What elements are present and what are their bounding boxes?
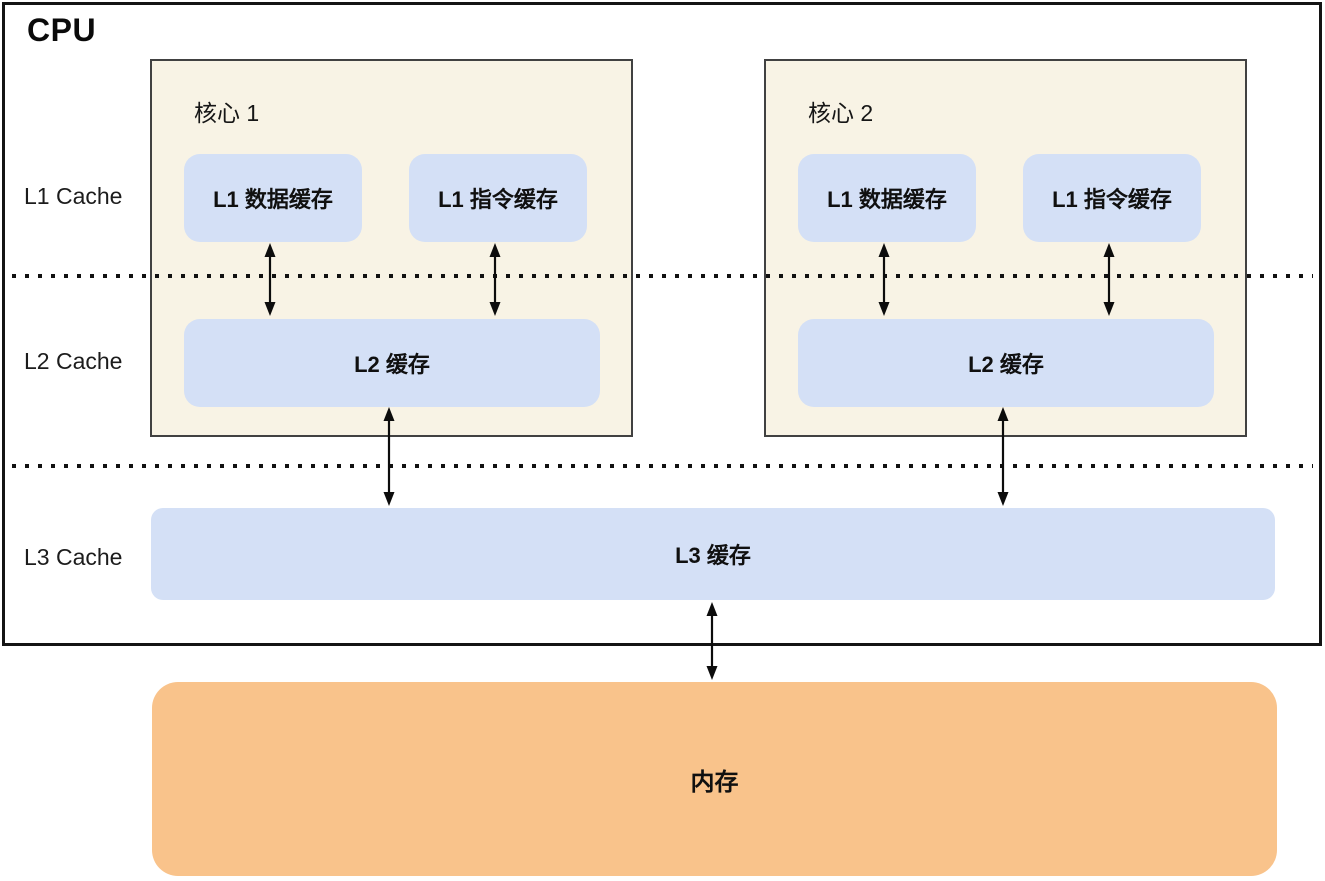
side-label-l1-cache: L1 Cache <box>24 183 123 209</box>
cpu-box <box>2 2 1322 646</box>
l3-cache-box: L3 缓存 <box>151 508 1275 600</box>
core-2-label: 核心 2 <box>808 100 874 126</box>
core-1-label: 核心 1 <box>194 100 260 126</box>
core-2-l1-data-cache: L1 数据缓存 <box>798 154 976 242</box>
memory-box: 内存 <box>152 682 1277 876</box>
dotted-separator-l2-l3 <box>12 464 1313 468</box>
core-1-box: 核心 1 L1 数据缓存 L1 指令缓存 L2 缓存 <box>150 59 633 437</box>
core-1-l1-data-cache: L1 数据缓存 <box>184 154 362 242</box>
dotted-separator-l1-l2 <box>12 274 1313 278</box>
side-label-l2-cache: L2 Cache <box>24 348 123 374</box>
core-1-l1-instruction-cache: L1 指令缓存 <box>409 154 587 242</box>
core-2-l1-instruction-cache: L1 指令缓存 <box>1023 154 1201 242</box>
cpu-title: CPU <box>27 12 97 48</box>
side-label-l3-cache: L3 Cache <box>24 544 123 570</box>
core-1-l2-cache: L2 缓存 <box>184 319 600 407</box>
core-2-l2-cache: L2 缓存 <box>798 319 1214 407</box>
core-2-box: 核心 2 L1 数据缓存 L1 指令缓存 L2 缓存 <box>764 59 1247 437</box>
